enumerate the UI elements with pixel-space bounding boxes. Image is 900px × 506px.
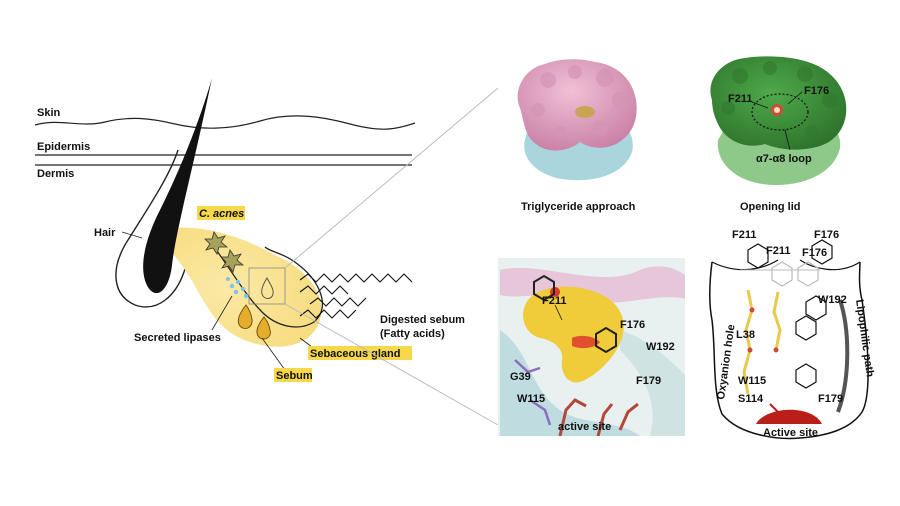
f179-ring xyxy=(795,363,817,389)
pocket-inner-top xyxy=(711,259,861,271)
triglyceride-approach-panel: Triglyceride approach xyxy=(517,59,637,213)
schematic-rings xyxy=(747,239,833,389)
opening-lid-f211-label: F211 xyxy=(728,93,752,105)
active-site-dome xyxy=(756,409,822,424)
zoom-connector-bottom xyxy=(284,303,499,426)
ribbon-cyan xyxy=(500,330,640,436)
pocket-outline xyxy=(708,261,869,440)
hair-shaft xyxy=(143,78,212,294)
sebaceous-gland-label: Sebaceous gland xyxy=(310,348,400,360)
c-acnes-bacterium xyxy=(220,249,245,273)
hair-label: Hair xyxy=(94,227,116,239)
schematic-f211-label: F211 xyxy=(732,229,756,241)
open-pocket-core xyxy=(774,107,780,113)
closeup-active-site-label: active site xyxy=(558,421,611,433)
digested-sebum-label: Digested sebum xyxy=(380,314,465,326)
w192-ring-a xyxy=(805,295,827,321)
skin-diagram: Skin Epidermis Dermis Hair C. acnes Secr… xyxy=(34,78,465,382)
c-acnes-bacterium xyxy=(204,231,229,255)
loop-leader xyxy=(784,129,791,151)
active-site-closeup: F211 F176 W192 G39 F179 W115 active site xyxy=(498,258,685,436)
closeup-f176-label: F176 xyxy=(620,319,645,331)
f211-ring xyxy=(747,243,769,269)
dermis-label: Dermis xyxy=(37,168,74,180)
phenylalanine-rings xyxy=(533,274,617,354)
schematic-s114-label: S114 xyxy=(738,393,764,405)
schematic-f176-faded-label: F176 xyxy=(802,247,827,259)
opening-lid-panel: F211 F176 α7-α8 loop Opening lid xyxy=(710,56,847,213)
sebum-droplet xyxy=(237,304,253,330)
lipases-leader xyxy=(211,295,233,331)
lipophilic-path-bar xyxy=(836,299,850,413)
closeup-f211-leader xyxy=(554,304,563,321)
schematic-f179-label: F179 xyxy=(818,393,843,405)
skin-label: Skin xyxy=(37,107,61,119)
f211-leader xyxy=(751,101,769,109)
secreted-lipases-label: Secreted lipases xyxy=(134,332,221,344)
closeup-f211-label: F211 xyxy=(542,295,566,307)
schematic-active-site-label: Active site xyxy=(763,427,818,439)
triglyceride-approach-label: Triglyceride approach xyxy=(521,201,636,213)
sebum-droplet-outline xyxy=(261,276,274,299)
closeup-g39-label: G39 xyxy=(510,371,531,383)
schematic-ligand xyxy=(742,289,782,395)
schematic-l38-label: L38 xyxy=(736,329,755,341)
loop-label: α7-α8 loop xyxy=(756,153,812,165)
purple-sticks xyxy=(514,359,552,426)
closeup-f179-label: F179 xyxy=(636,375,661,387)
fatty-acids-label: (Fatty acids) xyxy=(380,328,445,340)
schematic-w115-label: W115 xyxy=(738,375,766,387)
zoom-box xyxy=(248,267,286,305)
ligand-pocket xyxy=(575,106,595,118)
surface-texture xyxy=(531,65,628,138)
s114-stick xyxy=(769,403,779,413)
f176-leader xyxy=(787,91,803,105)
c-acnes-highlight xyxy=(197,206,245,220)
hair-leader xyxy=(121,231,143,239)
lipophilic-path-label: Lipophilic path xyxy=(853,299,876,378)
green-texture xyxy=(721,61,838,139)
ligand-red-core xyxy=(572,335,600,349)
sebum-label: Sebum xyxy=(276,370,313,382)
lipase-dots xyxy=(226,277,249,299)
ligand-oxygens xyxy=(747,307,779,353)
fatty-acid-chains xyxy=(299,273,413,319)
closeup-w192-label: W192 xyxy=(646,341,675,353)
ligand-surface xyxy=(523,286,624,383)
zoom-connector-top xyxy=(284,87,499,269)
lid-loop-dashed xyxy=(751,93,809,131)
active-site-sticks xyxy=(558,398,639,436)
schematic-f211-faded-label: F211 xyxy=(766,245,790,257)
sebum-leader xyxy=(261,337,286,371)
epidermis-label: Epidermis xyxy=(37,141,90,153)
opening-lid-f176-label: F176 xyxy=(804,85,829,97)
sebum-highlight xyxy=(274,368,312,382)
skin-surface-line xyxy=(34,115,416,130)
pocket-schematic: F211 F211 F176 F176 W192 L38 W115 S114 F… xyxy=(708,229,876,440)
sebum-droplet xyxy=(256,316,271,340)
sebaceous-gland xyxy=(160,227,322,347)
closeup-w115-label: W115 xyxy=(517,393,545,405)
sebaceous-gland-highlight xyxy=(308,346,412,360)
schematic-rings-faded xyxy=(771,261,819,287)
c-acnes-label: C. acnes xyxy=(199,208,244,220)
schematic-f176-label: F176 xyxy=(814,229,839,241)
oxyanion-hole-label: Oxyanion hole xyxy=(715,324,737,401)
w192-ring-b xyxy=(795,315,817,341)
opening-lid-label: Opening lid xyxy=(740,201,801,213)
schematic-w192-label: W192 xyxy=(818,294,847,306)
f176-ring xyxy=(811,239,833,265)
ribbon-teal xyxy=(620,330,685,436)
